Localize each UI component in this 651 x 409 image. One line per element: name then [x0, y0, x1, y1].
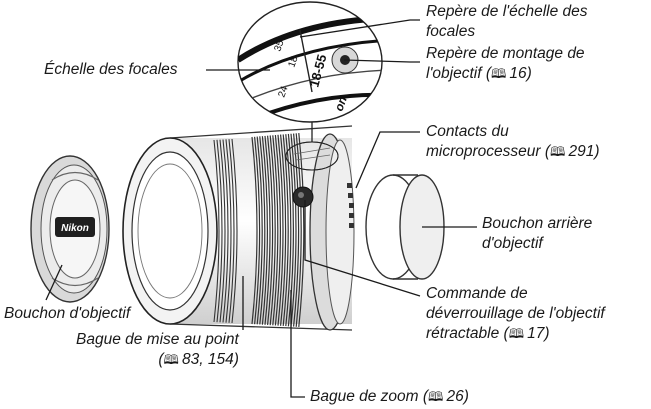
focus-ring-line1: Bague de mise au point [76, 331, 239, 348]
book-icon: 🕮 [550, 144, 566, 159]
cpu-contacts-line2-text: microprocesseur ( [426, 143, 551, 160]
zoom-ring [251, 133, 305, 327]
release-line3-text: rétractable ( [426, 325, 509, 342]
scale-24: 24 [276, 84, 290, 99]
focal-mark-line2: focales [426, 23, 476, 40]
cpu-contacts [347, 183, 354, 228]
mount-mark-page: 16 [509, 65, 527, 82]
book-icon: 🕮 [490, 66, 507, 81]
book-icon: 🕮 [428, 389, 444, 404]
book-icon: 🕮 [163, 352, 179, 367]
rear-cap-label: Bouchon arrière d'objectif [482, 214, 592, 254]
cpu-contacts-label: Contacts du microprocesseur (🕮 291) [426, 123, 600, 160]
focal-scale-label: Échelle des focales [44, 61, 178, 78]
zoom-ring-text: Bague de zoom ( [310, 388, 429, 405]
lens-cap-label: Bouchon d'objectif [4, 305, 131, 322]
focal-mark-line1: Repère de l'échelle des [426, 3, 588, 20]
mount-mark-line1: Repère de montage de [426, 45, 585, 62]
rear-cap-line1: Bouchon arrière [482, 215, 593, 232]
focal-mark-label: Repère de l'échelle des focales [426, 2, 588, 42]
release-line2: déverrouillage de l'objectif [426, 305, 605, 322]
focus-ring-label: Bague de mise au point (🕮 83, 154) [76, 331, 239, 368]
release-line1: Commande de [426, 285, 528, 302]
scale-18: 18 [286, 54, 300, 69]
scale-brand: on [332, 94, 350, 113]
nikon-logo: Nikon [61, 223, 89, 234]
release-page: 17 [527, 325, 545, 342]
mount-mark-label: Repère de montage de l'objectif (🕮 16) [426, 45, 585, 82]
release-button-label: Commande de déverrouillage de l'objectif… [426, 285, 605, 342]
rear-cap-line2: d'objectif [482, 235, 543, 252]
focus-ring [213, 138, 238, 324]
zoom-ring-page: 26 [446, 388, 464, 405]
cpu-contacts-line1: Contacts du [426, 123, 509, 140]
mount-mark-line2-text: l'objectif ( [426, 65, 491, 82]
lens-body [122, 125, 355, 331]
cpu-contacts-page: 291 [568, 143, 595, 160]
leader-lines [45, 19, 477, 398]
book-icon: 🕮 [508, 326, 525, 341]
zoom-ring-label: Bague de zoom (🕮 26) [310, 388, 469, 405]
lens-cap: Nikon [30, 155, 110, 303]
focus-ring-page: 83, 154 [181, 351, 234, 368]
scale-35: 35 [272, 38, 286, 53]
